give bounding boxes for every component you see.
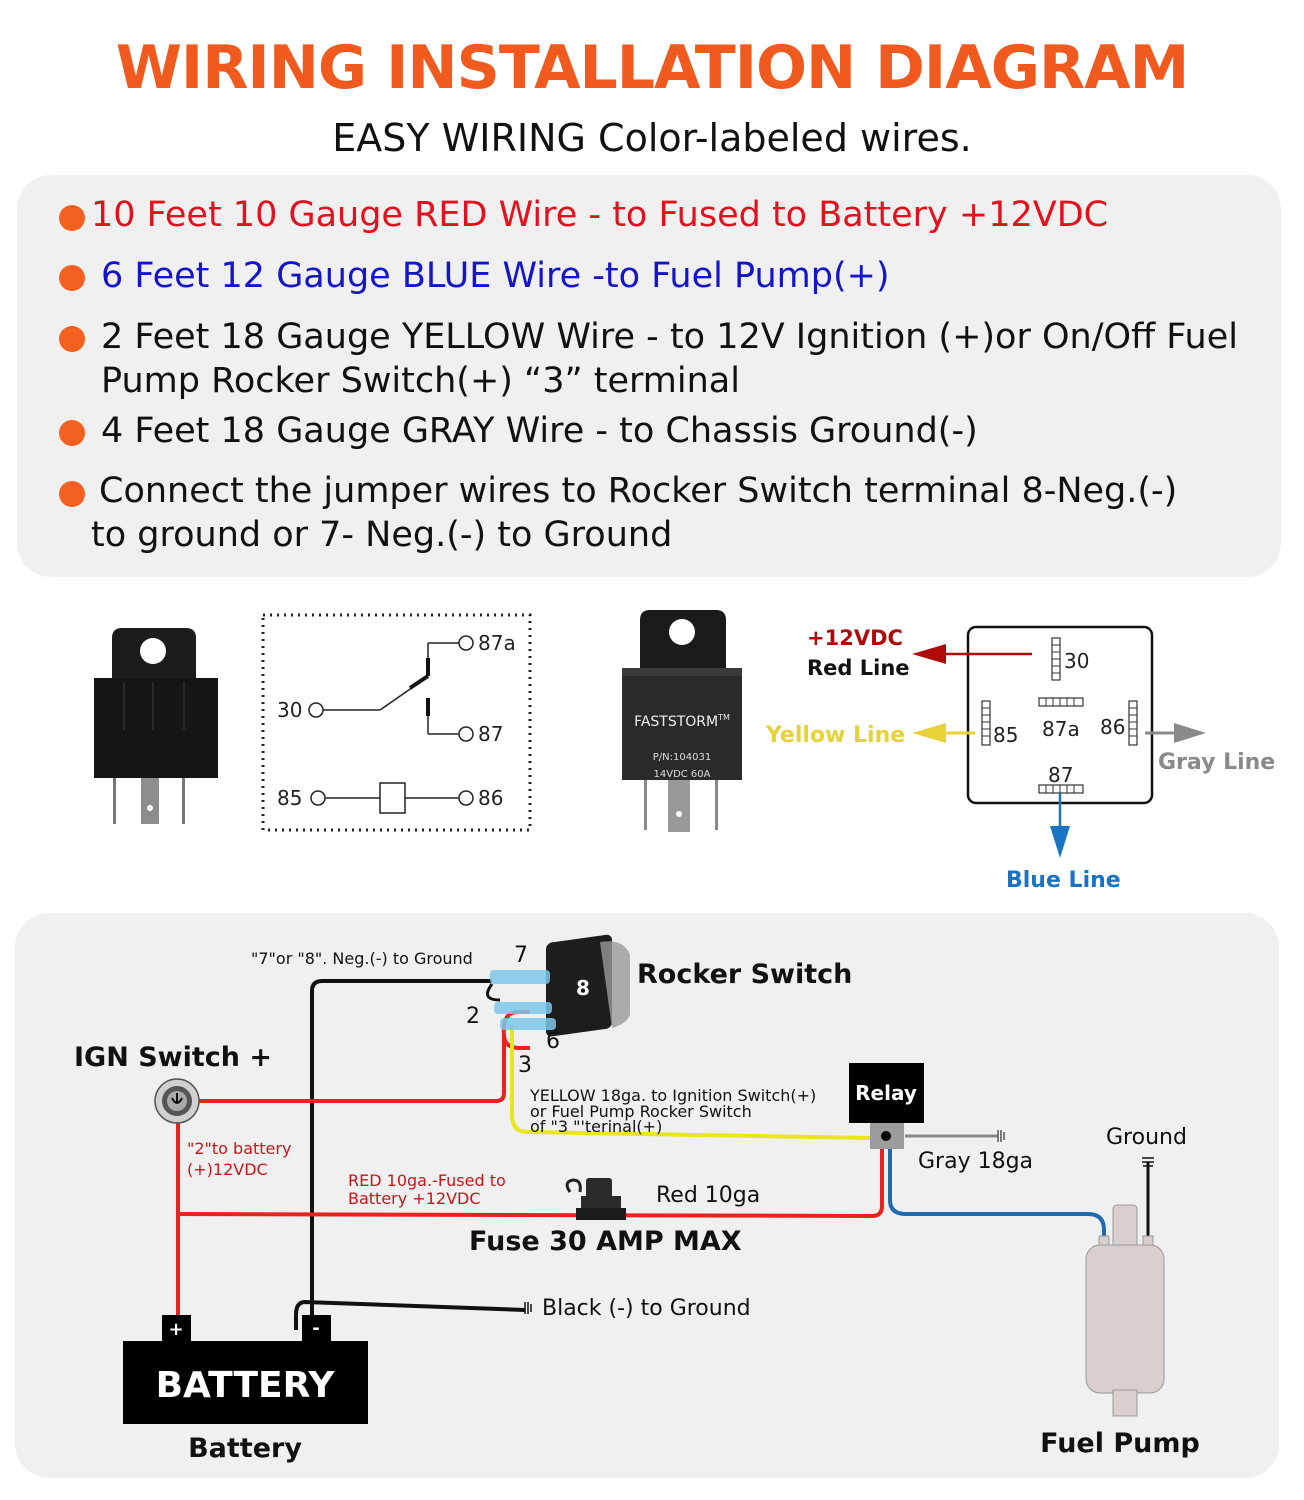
relay-block: Relay <box>849 1063 924 1149</box>
bullet-icon <box>59 265 85 291</box>
coil-icon <box>379 782 406 814</box>
spec-yellow-line2: Pump Rocker Switch(+) “3” terminal <box>101 361 740 401</box>
pin-30-label: 30 <box>277 698 302 722</box>
fuel-pump-icon <box>1085 1157 1165 1417</box>
pin-87a-label: 87a <box>478 631 516 655</box>
battery-note: "2"to battery (+)12VDC <box>187 1139 297 1179</box>
gray-line-label: Gray Line <box>1158 750 1275 775</box>
pinout-87a-label: 87a <box>1042 717 1080 741</box>
wire-spec-panel: 10 Feet 10 Gauge RED Wire - to Fused to … <box>17 175 1281 577</box>
pinout-87-label: 87 <box>1048 763 1073 787</box>
terminal-6-label: 6 <box>546 1029 560 1054</box>
red-fused-note: RED 10ga.-Fused to Battery +12VDC <box>348 1171 511 1208</box>
ground-label: Ground <box>1106 1125 1187 1150</box>
relay-label: Relay <box>855 1081 917 1105</box>
ign-switch-icon <box>154 1078 200 1124</box>
yellow-line-label: Yellow Line <box>765 723 905 748</box>
battery-box-label: BATTERY <box>156 1365 336 1406</box>
red-arrowhead-icon <box>912 644 946 664</box>
battery-icon: + - BATTERY <box>123 1315 368 1424</box>
red-fused-wire <box>177 1140 884 1219</box>
fuse-label: Fuse 30 AMP MAX <box>469 1226 742 1257</box>
spec-yellow-line1: 2 Feet 18 Gauge YELLOW Wire - to 12V Ign… <box>101 317 1238 357</box>
red-10ga-label: Red 10ga <box>656 1183 760 1208</box>
wiring-diagram: 8 "7"or "8". Neg.(-) to Ground 7 2 6 3 R… <box>74 934 1200 1464</box>
ground-note: "7"or "8". Neg.(-) to Ground <box>251 949 473 968</box>
pinout-30-label: 30 <box>1064 649 1089 673</box>
relay-brand: FASTSTORMTM <box>634 713 730 730</box>
pinout-85-label: 85 <box>993 723 1018 747</box>
battery-label: Battery <box>188 1433 302 1464</box>
spec-yellow-wire: 2 Feet 18 Gauge YELLOW Wire - to 12V Ign… <box>101 315 1238 403</box>
bullet-icon <box>59 481 85 507</box>
battery-minus: - <box>312 1318 319 1339</box>
bullet-icon <box>59 326 85 352</box>
gray-ground-terminal-icon <box>997 1130 1005 1142</box>
terminal-3-label: 3 <box>518 1053 532 1078</box>
gray-arrowhead-icon <box>1174 723 1206 743</box>
battery-plus: + <box>168 1319 183 1340</box>
page-subtitle: EASY WIRING Color-labeled wires. <box>332 116 972 160</box>
blue-line-label: Blue Line <box>1006 868 1121 893</box>
spec-blue-wire: 6 Feet 12 Gauge BLUE Wire -to Fuel Pump(… <box>101 256 890 296</box>
page-title: WIRING INSTALLATION DIAGRAM <box>115 33 1190 103</box>
relay-pinout: 30 85 87a 86 87 +12VDC Red Line Yellow L… <box>765 625 1275 893</box>
terminal-8-label: 8 <box>576 976 590 1000</box>
blue-wire <box>888 1140 1106 1240</box>
relay-rating: 14VDC 60A <box>654 769 711 780</box>
relay-part-number: P/N:104031 <box>653 752 711 763</box>
ign-switch-label: IGN Switch + <box>74 1042 272 1073</box>
bullet-icon <box>59 205 85 231</box>
spec-jumper-line2: to ground or 7- Neg.(-) to Ground <box>91 515 673 555</box>
pin-85-label: 85 <box>277 786 302 810</box>
vdc-label: +12VDC <box>807 626 903 650</box>
red-line-label: Red Line <box>807 656 910 680</box>
ground-terminal-icon <box>524 1302 532 1314</box>
relay-schematic: 87a 30 87 85 86 <box>261 613 532 832</box>
pin-87-label: 87 <box>478 722 503 746</box>
yellow-arrowhead-icon <box>912 723 946 743</box>
pin-86-label: 86 <box>478 786 503 810</box>
terminal-7-label: 7 <box>514 943 528 968</box>
blue-arrowhead-icon <box>1050 826 1070 858</box>
yellow-wire-note: YELLOW 18ga. to Ignition Switch(+) or Fu… <box>529 1086 821 1136</box>
faststorm-relay-photo: FASTSTORMTM P/N:104031 14VDC 60A <box>622 610 742 832</box>
gray-18ga-label: Gray 18ga <box>918 1149 1033 1174</box>
pinout-86-label: 86 <box>1100 715 1125 739</box>
red-ign-wire <box>195 1035 506 1103</box>
schematic-border <box>261 613 532 832</box>
spec-jumper-note: Connect the jumper wires to Rocker Switc… <box>91 469 1178 557</box>
terminal-2-label: 2 <box>466 1004 480 1029</box>
rocker-switch-icon: 8 <box>486 934 630 1037</box>
rocker-switch-label: Rocker Switch <box>637 959 852 990</box>
spec-gray-wire: 4 Feet 18 Gauge GRAY Wire - to Chassis G… <box>101 411 978 451</box>
yellow-wire <box>510 1025 873 1140</box>
relay-section: 87a 30 87 85 86 FASTSTORMTM P/N:104031 1… <box>94 610 1275 893</box>
black-battery-wire <box>294 1299 526 1330</box>
spec-red-wire: 10 Feet 10 Gauge RED Wire - to Fused to … <box>91 195 1109 235</box>
spec-jumper-line1: Connect the jumper wires to Rocker Switc… <box>99 471 1178 511</box>
bullet-icon <box>59 420 85 446</box>
fuse-icon <box>565 1178 626 1220</box>
black-ground-label: Black (-) to Ground <box>542 1296 751 1321</box>
relay-photo-icon <box>94 628 218 824</box>
black-ground-wire <box>310 979 492 1320</box>
fuel-pump-label: Fuel Pump <box>1040 1428 1200 1459</box>
